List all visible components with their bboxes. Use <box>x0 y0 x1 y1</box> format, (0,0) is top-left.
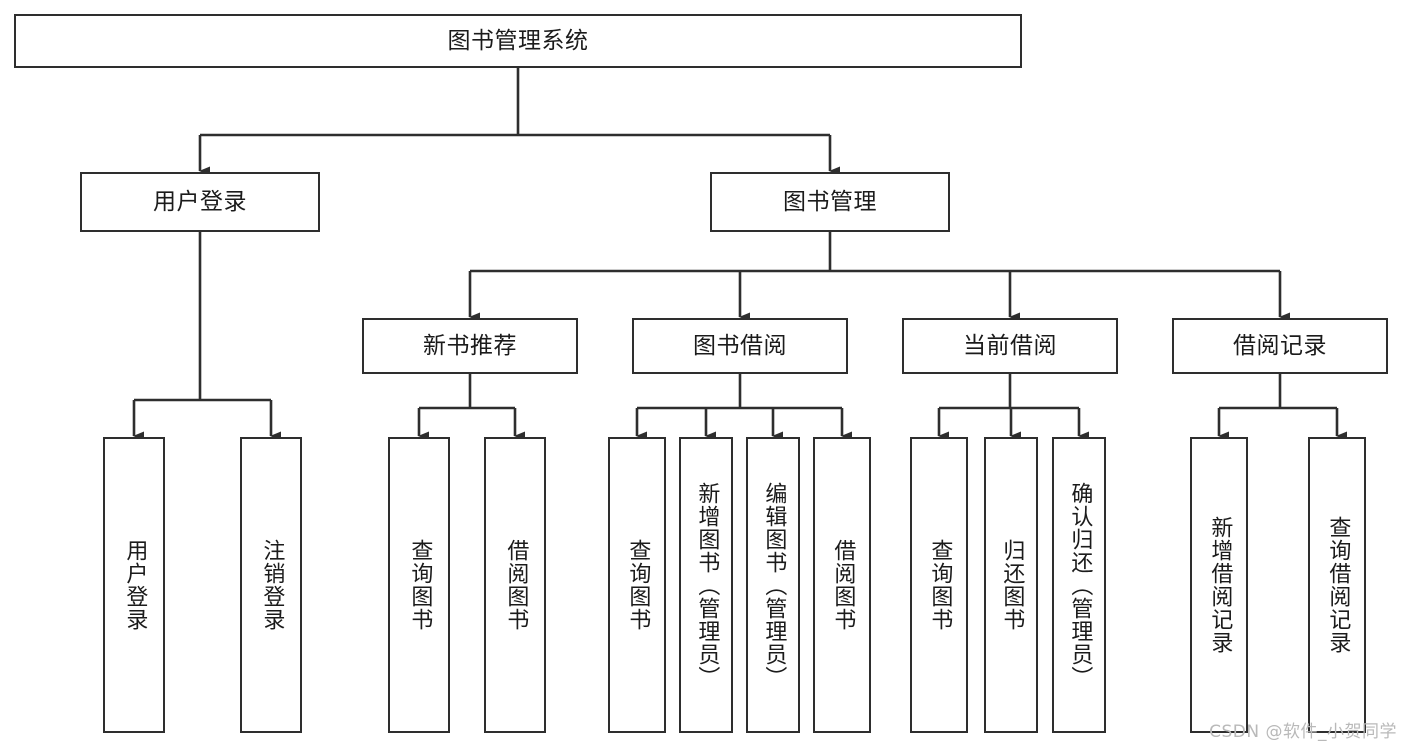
node-leaf-borrow-1[interactable]: 借阅图书 <box>484 437 546 733</box>
node-label: 图书管理 <box>783 188 877 215</box>
node-label: 查询图书 <box>407 539 433 631</box>
node-leaf-add-record[interactable]: 新增借阅记录 <box>1190 437 1248 733</box>
node-leaf-borrow-2[interactable]: 借阅图书 <box>813 437 871 733</box>
node-label: 借阅记录 <box>1233 332 1327 359</box>
node-user-login[interactable]: 用户登录 <box>80 172 320 232</box>
watermark-text: CSDN @软件_小贺同学 <box>1209 722 1397 742</box>
node-new-book-rec[interactable]: 新书推荐 <box>362 318 578 374</box>
node-leaf-login[interactable]: 用户登录 <box>103 437 165 733</box>
node-leaf-query-rec[interactable]: 查询借阅记录 <box>1308 437 1366 733</box>
node-leaf-edit-book[interactable]: 编辑图书（管理员） <box>746 437 800 733</box>
node-leaf-query-1[interactable]: 查询图书 <box>388 437 450 733</box>
node-label: 新增借阅记录 <box>1207 516 1233 654</box>
node-label: 新增图书（管理员） <box>694 481 720 689</box>
node-leaf-query-3[interactable]: 查询图书 <box>910 437 968 733</box>
node-leaf-confirm[interactable]: 确认归还（管理员） <box>1052 437 1106 733</box>
node-label: 借阅图书 <box>503 539 529 631</box>
node-leaf-query-2[interactable]: 查询图书 <box>608 437 666 733</box>
node-book-borrow[interactable]: 图书借阅 <box>632 318 848 374</box>
node-label: 注销登录 <box>259 539 285 631</box>
node-label: 查询图书 <box>927 539 953 631</box>
node-leaf-add-book[interactable]: 新增图书（管理员） <box>679 437 733 733</box>
node-label: 图书借阅 <box>693 332 787 359</box>
node-root[interactable]: 图书管理系统 <box>14 14 1022 68</box>
node-label: 编辑图书（管理员） <box>761 481 787 689</box>
node-label: 查询图书 <box>625 539 651 631</box>
node-current-borrow[interactable]: 当前借阅 <box>902 318 1118 374</box>
node-label: 当前借阅 <box>963 332 1057 359</box>
node-leaf-return[interactable]: 归还图书 <box>984 437 1038 733</box>
node-label: 查询借阅记录 <box>1325 516 1351 654</box>
node-label: 图书管理系统 <box>447 27 589 54</box>
node-borrow-record[interactable]: 借阅记录 <box>1172 318 1388 374</box>
node-label: 用户登录 <box>122 539 148 631</box>
node-label: 新书推荐 <box>423 332 517 359</box>
node-label: 用户登录 <box>153 188 247 215</box>
node-label: 借阅图书 <box>830 539 856 631</box>
node-label: 归还图书 <box>999 539 1025 631</box>
node-label: 确认归还（管理员） <box>1067 481 1093 689</box>
node-book-manage[interactable]: 图书管理 <box>710 172 950 232</box>
node-leaf-logout[interactable]: 注销登录 <box>240 437 302 733</box>
